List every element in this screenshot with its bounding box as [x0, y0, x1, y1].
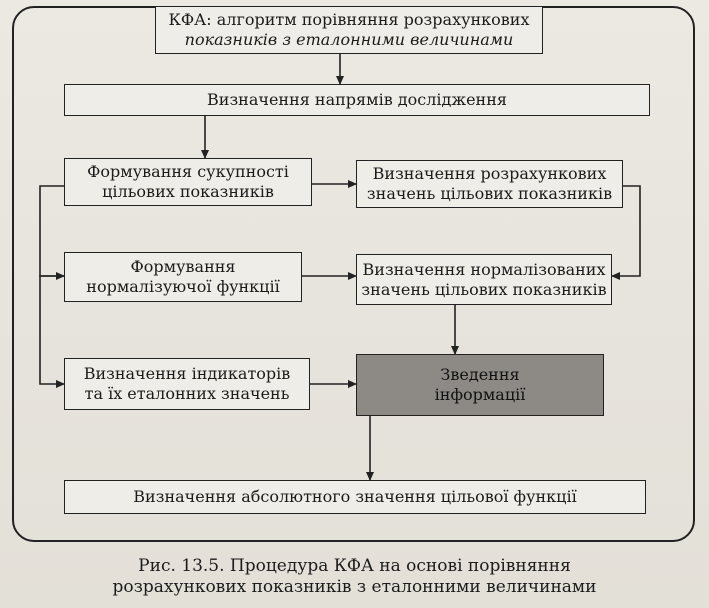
node-norm-values-line-1: Визначення нормалізованих: [362, 259, 606, 279]
node-absolute-label: Визначення абсолютного значення цільової…: [133, 487, 577, 506]
node-directions-label: Визначення напрямів дослідження: [207, 90, 507, 109]
node-indicators-line-2: та їх еталонних значень: [84, 384, 290, 403]
node-form-set-line-1: Формування сукупності: [87, 162, 289, 181]
node-calc-values: Визначення розрахункових значень цільови…: [356, 160, 623, 208]
node-norm-func: Формування нормалізуючої функції: [64, 252, 302, 302]
arrow-left-loop-to-indicators: [39, 275, 65, 388]
node-norm-func-line-1: Формування: [130, 257, 236, 276]
caption-line-1: Рис. 13.5. Процедура КФА на основі порів…: [138, 556, 571, 576]
node-directions: Визначення напрямів дослідження: [64, 84, 650, 116]
node-calc-values-line-1: Визначення розрахункових: [372, 164, 607, 183]
node-summary-line-1: Зведення: [440, 365, 520, 384]
node-norm-func-line-2: нормалізуючої функції: [86, 277, 280, 296]
title-box: КФА: алгоритм порівняння розрахункових п…: [155, 6, 543, 54]
figure-caption: Рис. 13.5. Процедура КФА на основі порів…: [0, 556, 709, 598]
node-form-set-line-2: цільових показників: [102, 182, 274, 201]
caption-line-2: розрахункових показників з еталонними ве…: [112, 577, 597, 597]
node-summary-line-2: інформації: [434, 385, 526, 404]
arrow-calc-to-norm: [611, 185, 641, 280]
node-calc-values-line-2: значень цільових показників: [366, 184, 613, 203]
title-line-1: КФА: алгоритм порівняння розрахункових: [168, 10, 530, 29]
node-absolute: Визначення абсолютного значення цільової…: [64, 480, 646, 514]
node-form-set: Формування сукупності цільових показникі…: [64, 158, 312, 206]
arrow-set-to-normfunc: [39, 185, 65, 280]
node-summary: Зведення інформації: [356, 354, 604, 416]
node-norm-values: Визначення нормалізованих значень цільов…: [356, 254, 612, 305]
node-indicators-line-1: Визначення індикаторів: [83, 364, 291, 383]
node-norm-values-line-2: значень цільових показників: [361, 279, 607, 299]
title-line-2: показників з еталонними величинами: [184, 30, 514, 49]
node-indicators: Визначення індикаторів та їх еталонних з…: [64, 358, 310, 410]
